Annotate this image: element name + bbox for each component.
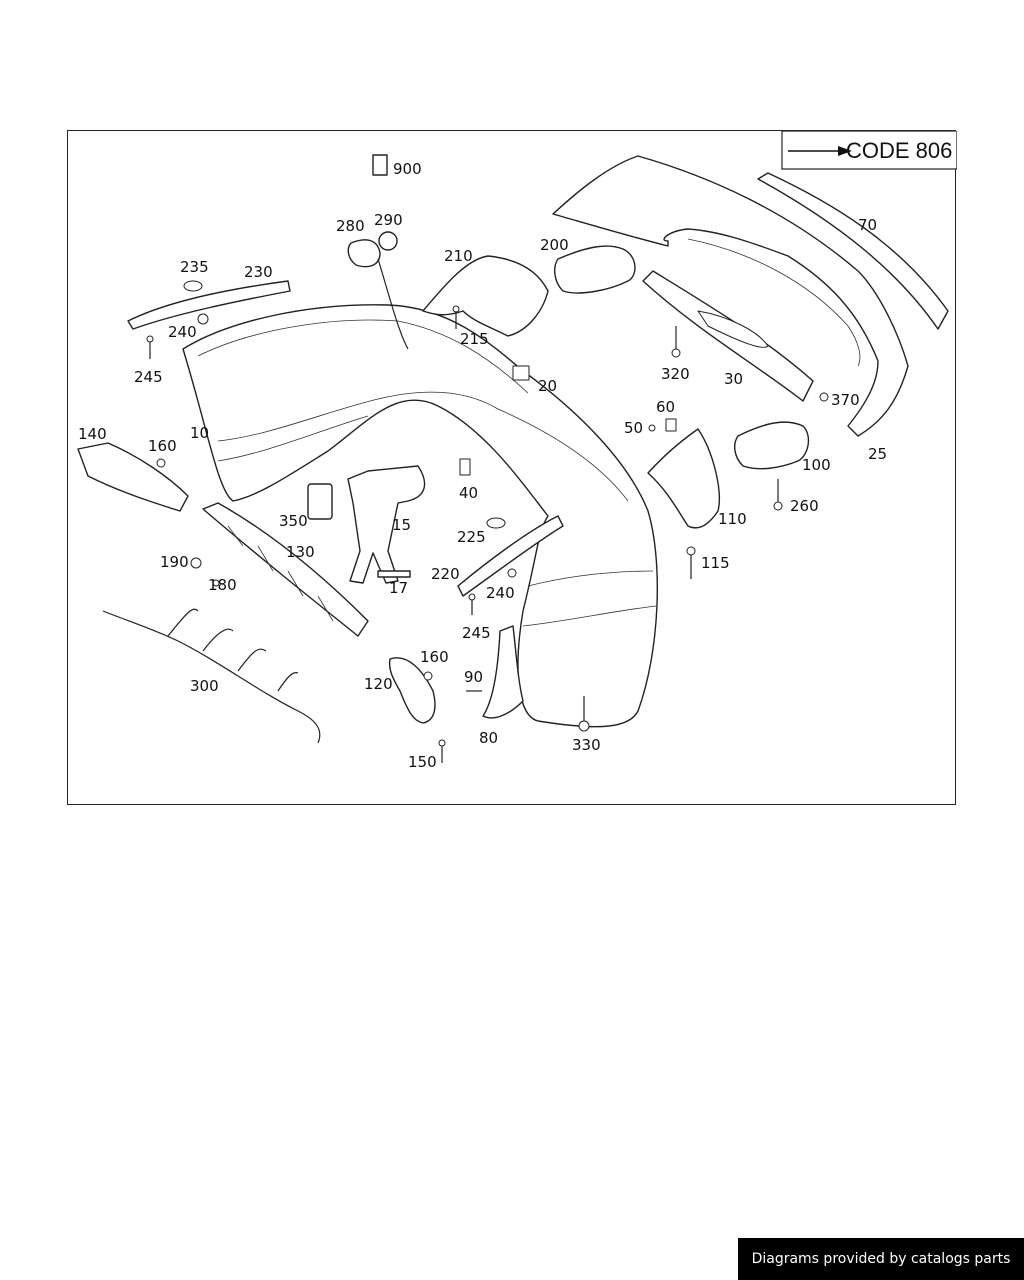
callout-900: 900 (393, 160, 422, 178)
part-290-ring (378, 231, 398, 251)
callout-50: 50 (624, 419, 643, 437)
callout-17: 17 (389, 579, 408, 597)
diagram-frame: CODE 806 (67, 130, 957, 805)
callout-80: 80 (479, 729, 498, 747)
callout-160: 160 (148, 437, 177, 455)
code-label: CODE 806 (846, 138, 952, 163)
callout-20: 20 (538, 377, 557, 395)
callout-215: 215 (460, 330, 489, 348)
callout-370: 370 (831, 391, 860, 409)
callout-330: 330 (572, 736, 601, 754)
part-17-strip (377, 570, 411, 578)
callout-290: 290 (374, 211, 403, 229)
callout-220: 220 (431, 565, 460, 583)
callout-245b: 245 (462, 624, 491, 642)
part-900-connector (372, 154, 388, 176)
callout-240b: 240 (486, 584, 515, 602)
part-210-bracket (422, 255, 549, 337)
callout-280: 280 (336, 217, 365, 235)
callout-190: 190 (160, 553, 189, 571)
part-200-exhaust-tip (554, 245, 636, 294)
callout-210: 210 (444, 247, 473, 265)
callout-40: 40 (459, 484, 478, 502)
code-legend: CODE 806 (781, 131, 957, 170)
callout-60: 60 (656, 398, 675, 416)
callout-labels: 900 280 290 210 200 70 235 230 240 245 2… (78, 160, 887, 771)
callout-180: 180 (208, 576, 237, 594)
callout-320: 320 (661, 365, 690, 383)
callout-130: 130 (286, 543, 315, 561)
callout-110: 110 (718, 510, 747, 528)
callout-100: 100 (802, 456, 831, 474)
callout-245: 245 (134, 368, 163, 386)
part-230-rail (127, 280, 291, 330)
callout-115: 115 (701, 554, 730, 572)
part-120-bracket (388, 657, 436, 724)
part-300-harness (102, 608, 321, 744)
callout-120: 120 (364, 675, 393, 693)
footer-credit: Diagrams provided by catalogs parts (738, 1238, 1024, 1280)
callout-70: 70 (858, 216, 877, 234)
callout-350: 350 (279, 512, 308, 530)
callout-150: 150 (408, 753, 437, 771)
part-280-sensor (347, 239, 381, 268)
callout-160b: 160 (420, 648, 449, 666)
callout-200: 200 (540, 236, 569, 254)
callout-225: 225 (457, 528, 486, 546)
part-110-bracket (647, 428, 720, 529)
part-225-bracket (457, 515, 564, 597)
callout-240: 240 (168, 323, 197, 341)
callout-15: 15 (392, 516, 411, 534)
callout-235: 235 (180, 258, 209, 276)
callout-25: 25 (868, 445, 887, 463)
callout-230: 230 (244, 263, 273, 281)
callout-260: 260 (790, 497, 819, 515)
callout-90: 90 (464, 668, 483, 686)
part-100-exhaust-tip (734, 421, 810, 470)
part-25-frame (552, 155, 909, 437)
part-15-bracket (347, 465, 426, 584)
callout-300: 300 (190, 677, 219, 695)
part-350-module (307, 483, 333, 520)
fasteners (146, 280, 829, 763)
bumper-cover (182, 304, 658, 728)
part-70-strip (757, 172, 949, 330)
callout-10: 10 (190, 424, 209, 442)
part-130-absorber (202, 502, 369, 637)
callout-140: 140 (78, 425, 107, 443)
part-80-bracket (482, 625, 524, 719)
part-140-bracket (77, 442, 189, 512)
callout-30: 30 (724, 370, 743, 388)
parts-diagram: CODE 806 (77, 131, 957, 771)
